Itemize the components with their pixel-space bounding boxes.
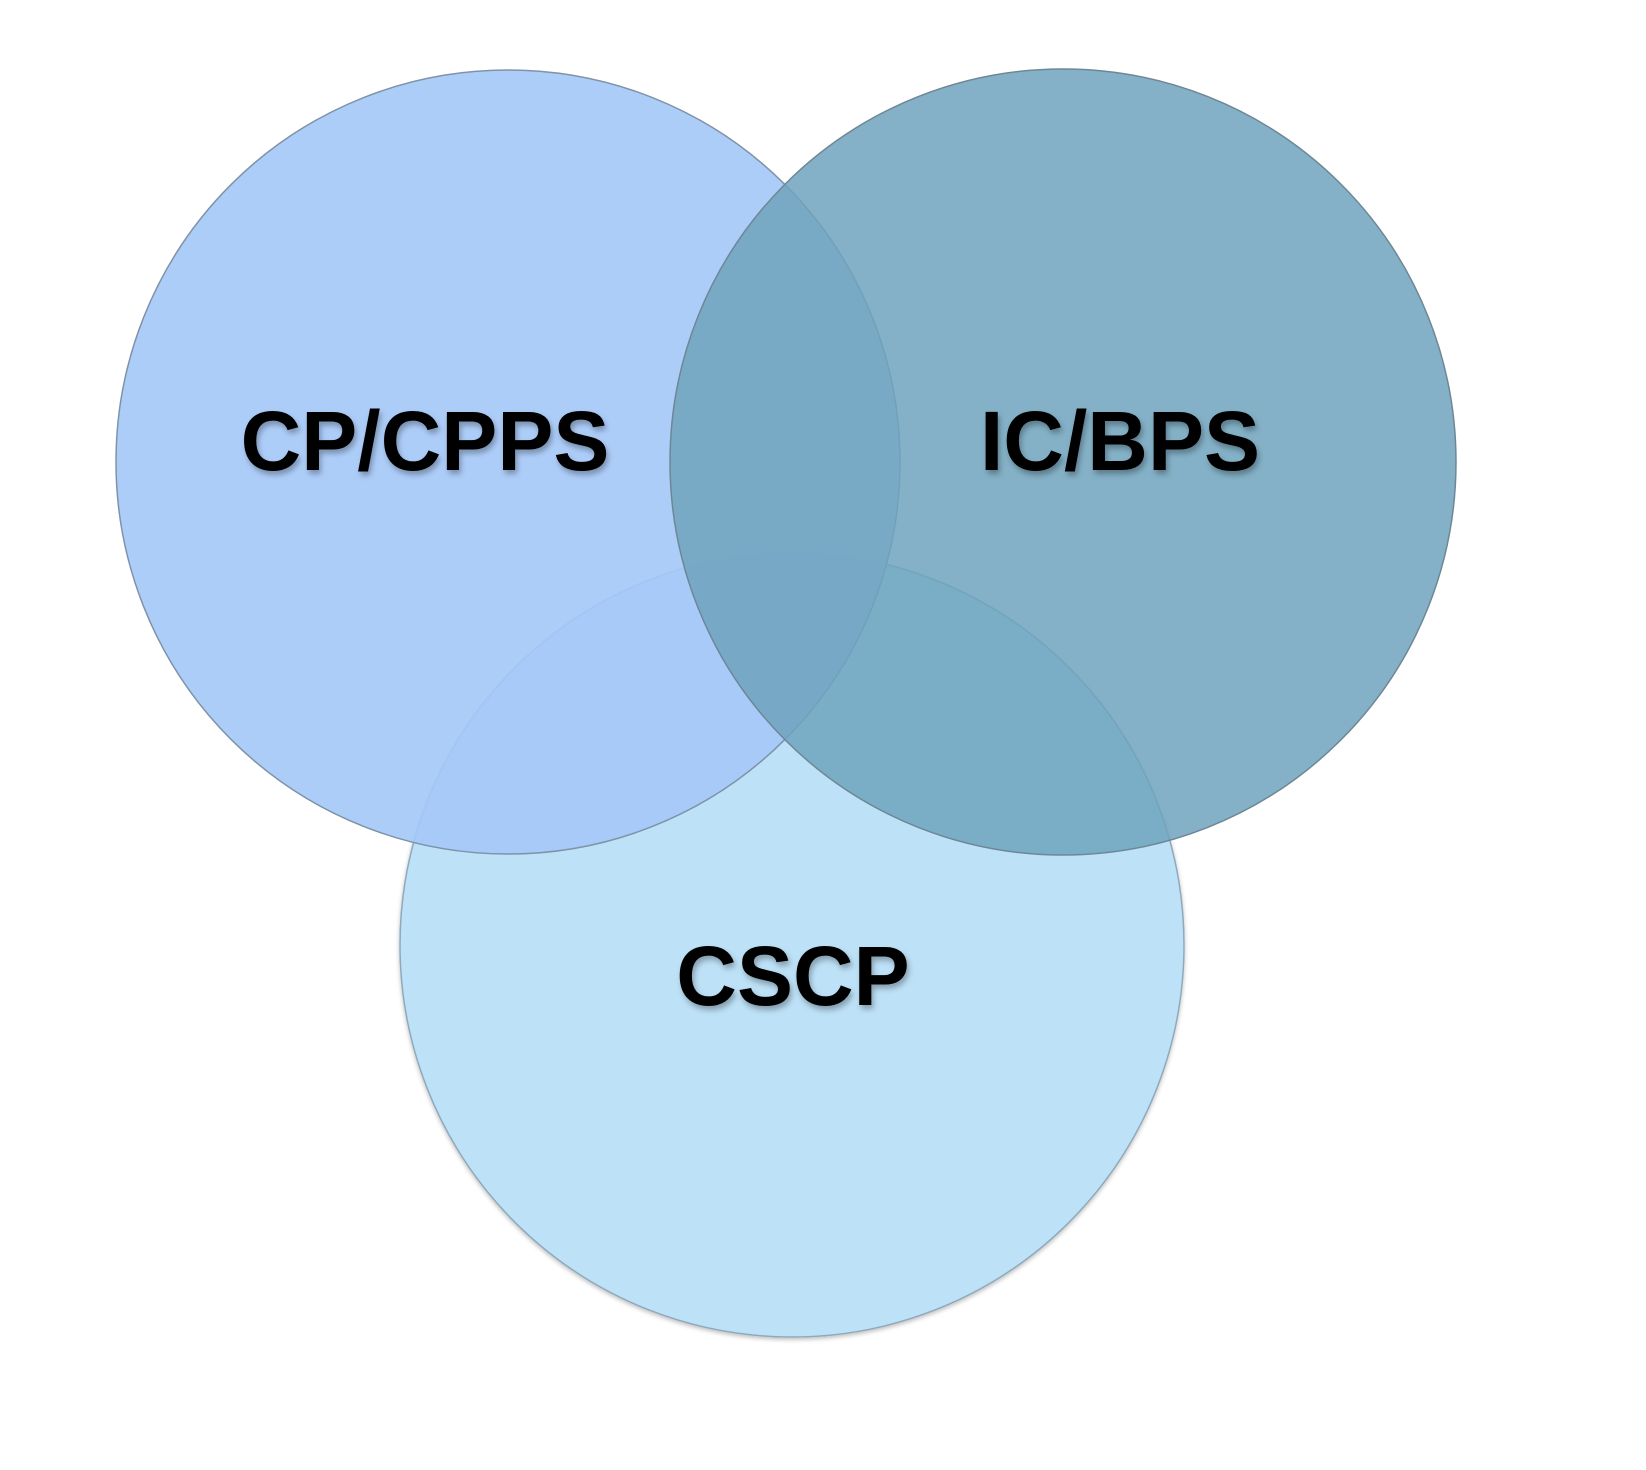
circle-ic-bps <box>669 68 1457 856</box>
label-cp-cpps: CP/CPPS <box>241 394 610 488</box>
label-ic-bps: IC/BPS <box>980 394 1260 488</box>
label-cscp: CSCP <box>676 929 909 1023</box>
